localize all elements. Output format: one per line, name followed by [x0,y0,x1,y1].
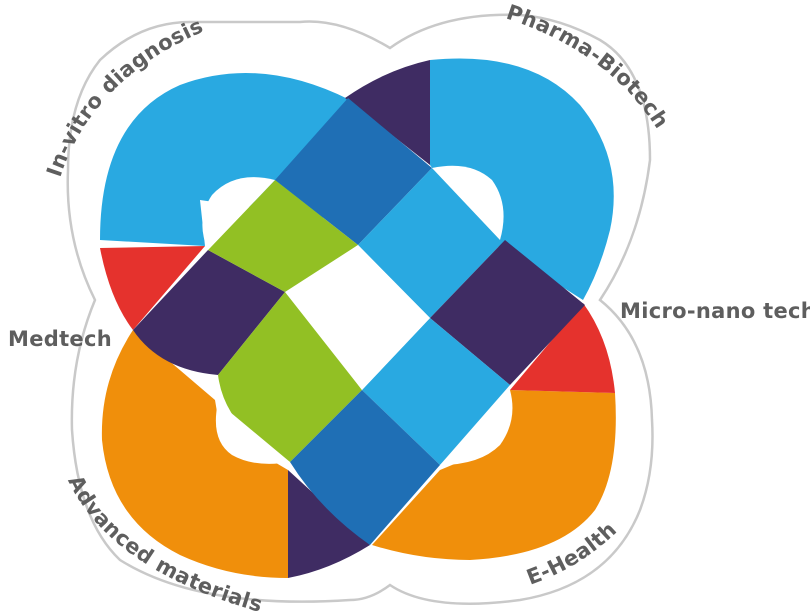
band-left-purple[interactable] [133,250,285,375]
band-top-left-mid-blue[interactable] [275,98,432,245]
micro-nano-red-segment[interactable] [510,303,615,393]
outer-outline [66,13,654,605]
advanced-materials-lobe[interactable] [101,330,288,578]
pharma-biotech-purple-wedge[interactable] [345,60,430,165]
band-right-purple[interactable] [430,240,585,385]
hole-bottom-left [215,402,290,464]
pharma-biotech-lobe[interactable] [430,58,614,300]
advanced-materials-purple-wedge[interactable] [288,470,370,578]
label-medtech: Medtech [8,327,112,351]
hole-top-left [202,177,275,250]
band-bottom-mid-blue[interactable] [290,390,440,545]
band-lower-green[interactable] [218,292,362,462]
hole-bottom-right [440,390,513,465]
e-health-lobe[interactable] [372,390,616,560]
center-white-diamond [290,245,430,390]
band-upper-green[interactable] [208,180,358,292]
medtech-red-segment[interactable] [100,246,205,330]
label-micro-nano-tech: Micro-nano tech [620,299,810,323]
hole-top-right [432,165,504,240]
band-lower-right-light-blue[interactable] [362,318,510,465]
